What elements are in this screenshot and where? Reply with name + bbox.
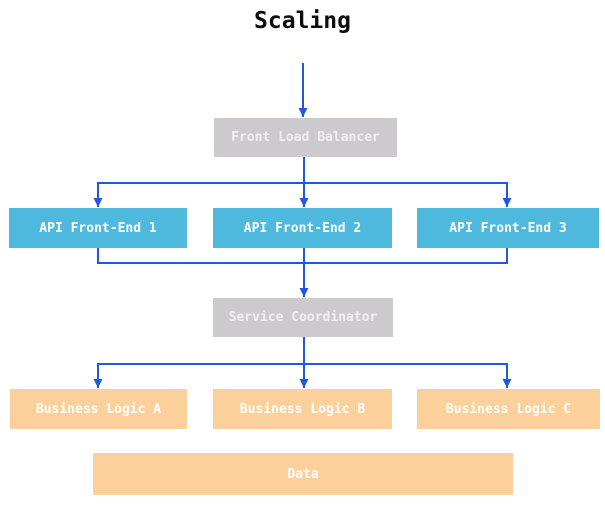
node-business-logic-b: Business Logic B <box>213 389 392 429</box>
node-api-front-end-3-label: API Front-End 3 <box>449 220 567 236</box>
node-front-load-balancer: Front Load Balancer <box>214 118 397 157</box>
node-data: Data <box>93 453 513 495</box>
node-api-front-end-2: API Front-End 2 <box>213 208 392 248</box>
node-business-logic-a: Business Logic A <box>10 389 187 429</box>
node-service-coordinator: Service Coordinator <box>213 298 393 337</box>
node-data-label: Data <box>287 466 319 482</box>
edge-flb-to-api1 <box>93 157 305 207</box>
node-api-front-end-1: API Front-End 1 <box>9 208 187 248</box>
edge-api3-merge <box>304 248 508 264</box>
edge-flb-to-api3 <box>303 157 512 207</box>
node-business-logic-b-label: Business Logic B <box>239 401 366 417</box>
node-api-front-end-3: API Front-End 3 <box>417 208 599 248</box>
diagram-title: Scaling <box>254 8 351 34</box>
node-business-logic-c-label: Business Logic C <box>445 401 572 417</box>
node-front-load-balancer-label: Front Load Balancer <box>231 130 380 145</box>
node-business-logic-c: Business Logic C <box>417 389 600 429</box>
edge-sc-to-blc <box>303 337 512 388</box>
node-api-front-end-1-label: API Front-End 1 <box>39 220 157 236</box>
node-service-coordinator-label: Service Coordinator <box>228 310 378 325</box>
edge-sc-to-bla <box>93 337 305 388</box>
node-business-logic-a-label: Business Logic A <box>35 401 162 417</box>
edge-api1-merge <box>97 248 304 264</box>
node-api-front-end-2-label: API Front-End 2 <box>243 220 362 236</box>
